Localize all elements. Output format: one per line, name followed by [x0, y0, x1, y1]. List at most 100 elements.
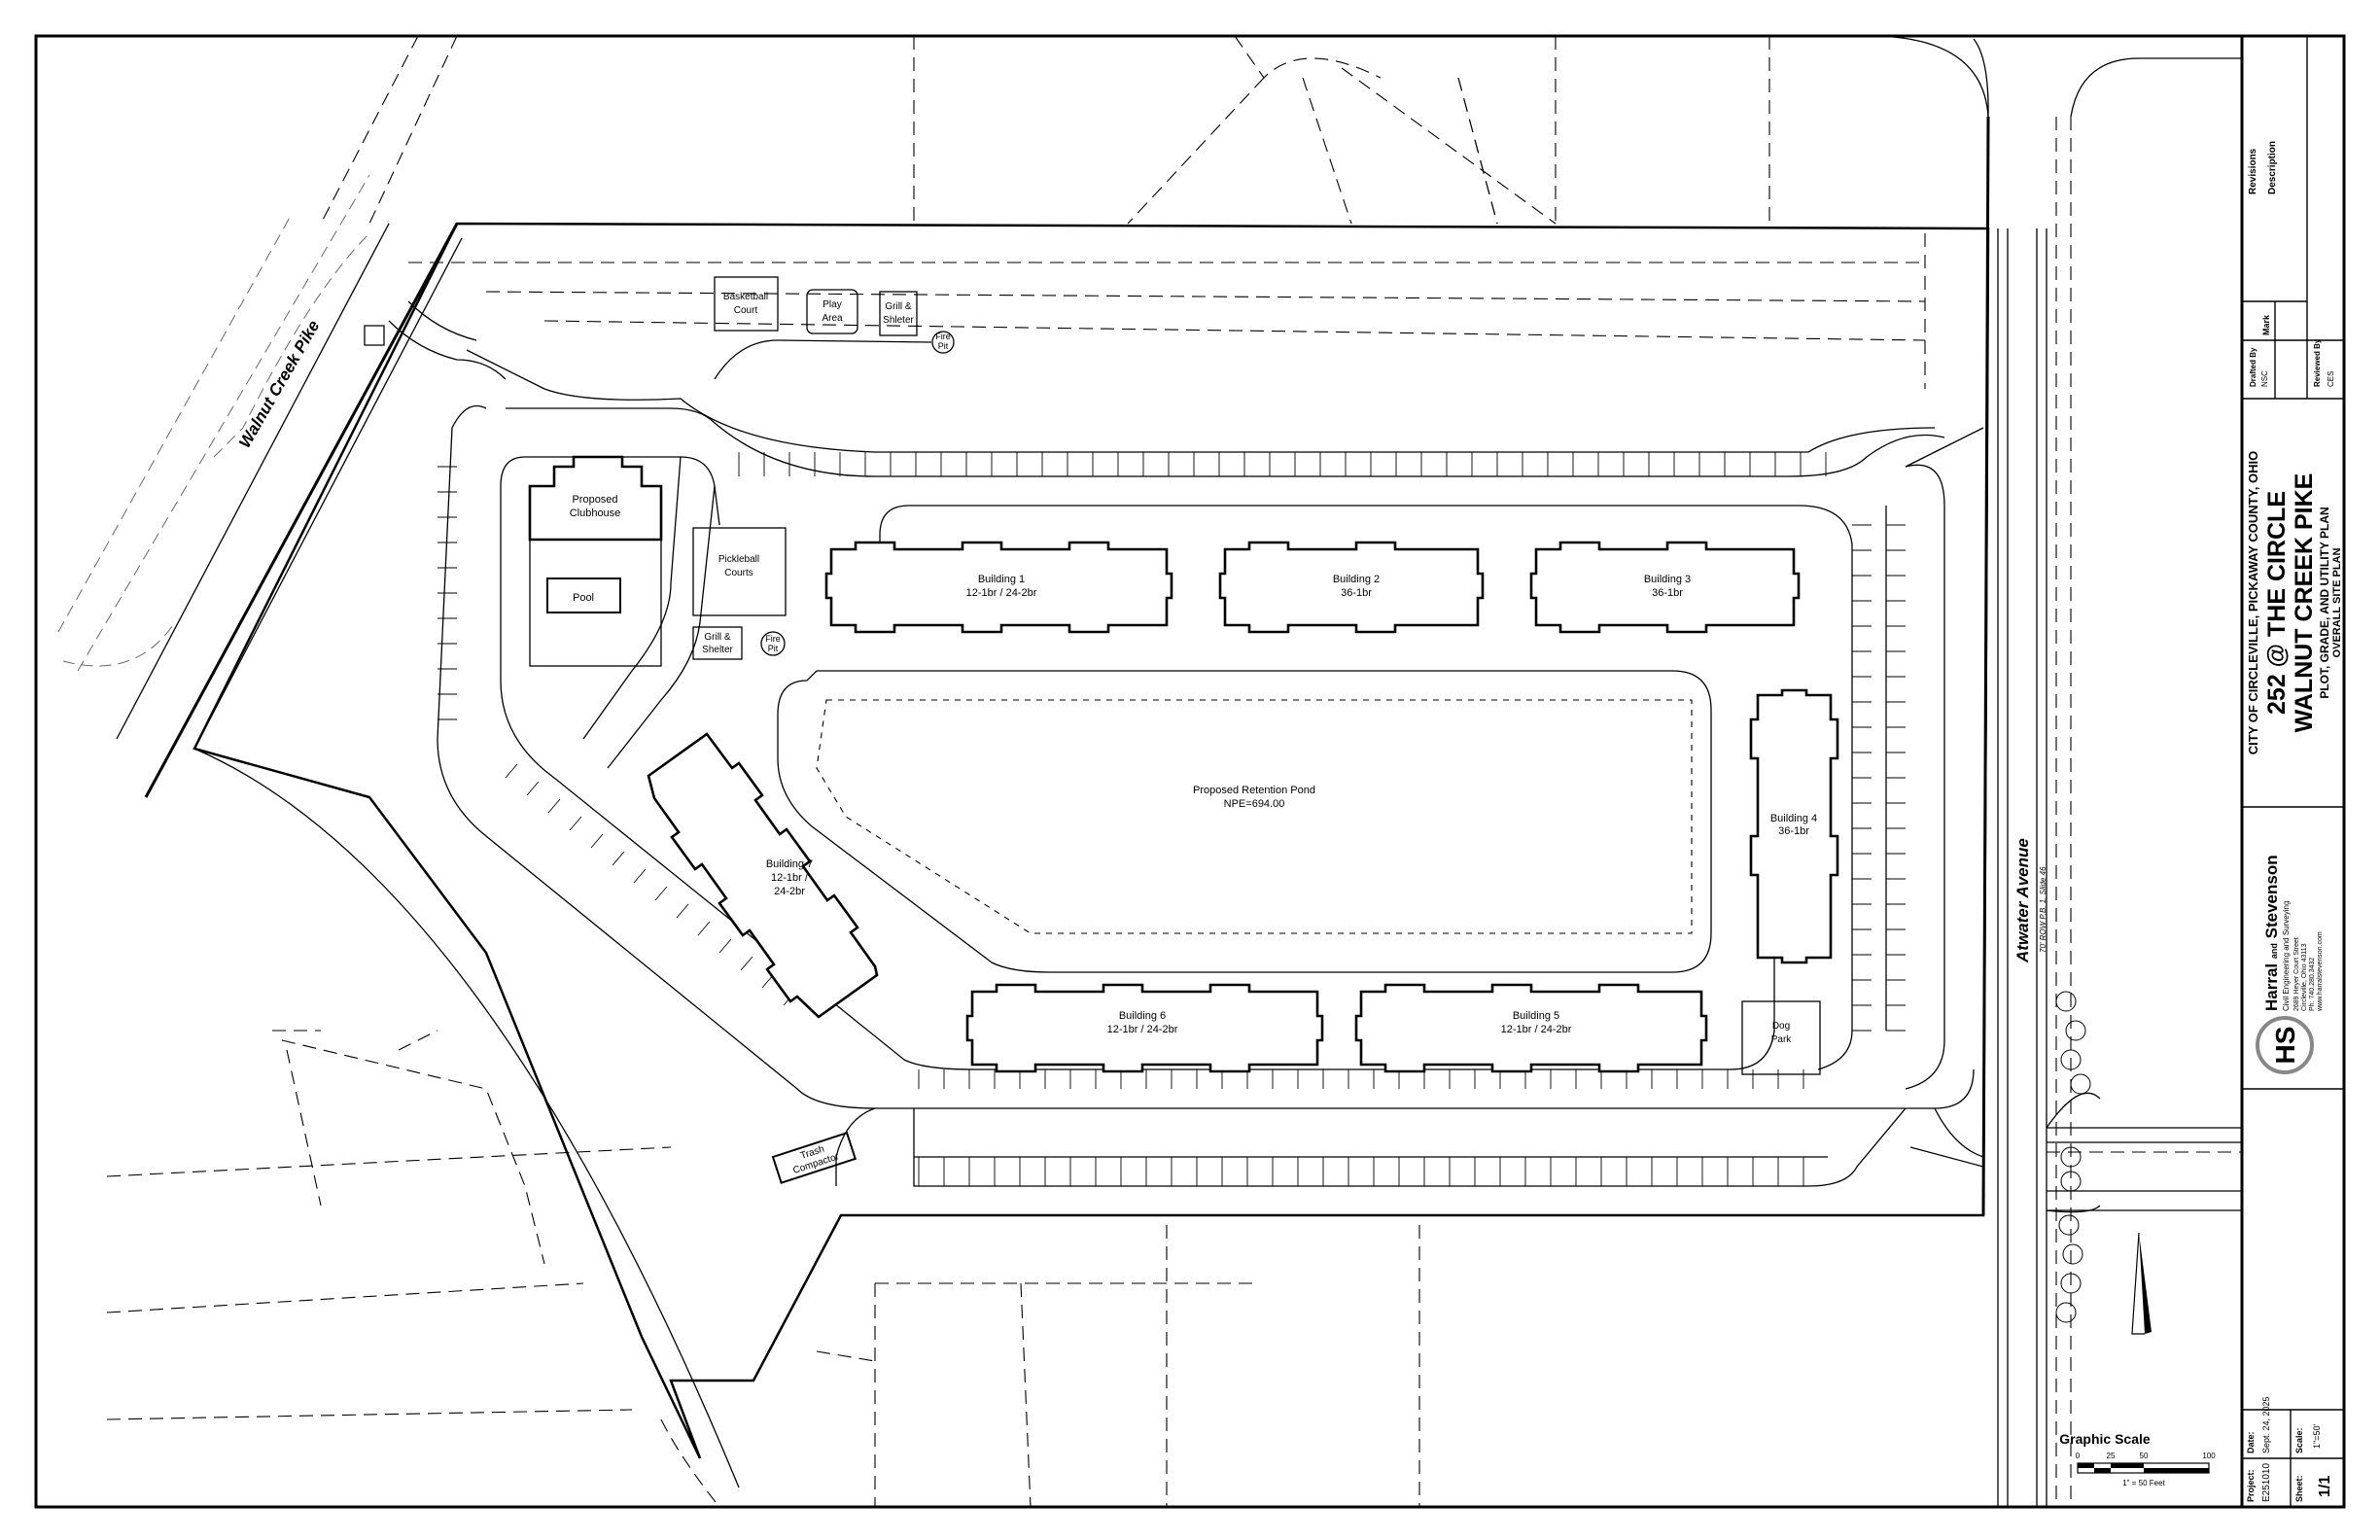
dog-park: Dog Park [1741, 1000, 1821, 1075]
scale-label: Scale: [2294, 1427, 2304, 1453]
scale-tick-50: 50 [2140, 1452, 2149, 1460]
project-name-1: 252 @ THE CIRCLE [2263, 491, 2291, 715]
title-block: Revisions Description Mark Drafted By NS… [2242, 36, 2344, 1507]
southwest-context-lines [106, 1030, 1420, 1508]
play-area: Play Area [806, 289, 858, 334]
drive-aisles [388, 300, 1984, 1187]
fire-pit-mid-label-2: Pit [768, 644, 779, 653]
building-4: Building 4 36-1br [1749, 688, 1839, 964]
project-location: CITY OF CIRCLEVILLE, PICKAWAY COUNTY, OH… [2246, 451, 2260, 755]
pickleball-label-2: Courts [724, 568, 752, 578]
project-number: E251010 [2261, 1463, 2272, 1502]
basketball-court-label-1: Basketball [723, 292, 768, 302]
sheet-border [34, 34, 2346, 1509]
parking-stalls [438, 452, 1906, 1186]
building-7-units-1: 12-1br / [771, 872, 809, 884]
street-trees [2055, 991, 2091, 1323]
pond-name: Proposed Retention Pond [1193, 785, 1315, 796]
grill-shelter-mid-label-2: Shelter [702, 645, 733, 655]
pond-npe: NPE=694.00 [1224, 798, 1285, 810]
building-7-name: Building 7 [766, 858, 813, 870]
graphic-scale: Graphic Scale 0 25 50 100 1" = 50 Feet [2059, 1431, 2216, 1488]
building-2-units: 36-1br [1341, 587, 1372, 599]
firm-address: 2689 Heyer Court Street [2293, 937, 2300, 1011]
scale-value: 1"=50' [2312, 1424, 2322, 1449]
pickleball-label-1: Pickleball [718, 554, 759, 565]
building-2: Building 2 36-1br [1218, 541, 1485, 634]
reviewed-by-label: Reviewed By [2313, 338, 2322, 387]
building-2-name: Building 2 [1333, 574, 1380, 585]
description-header: Description [2267, 141, 2278, 194]
dog-park-label-2: Park [1771, 1034, 1793, 1045]
firm-name: Harral and Stevenson [2262, 855, 2281, 1011]
basketball-court-label-2: Court [734, 305, 758, 316]
sheet-type: PLOT, GRADE, AND UTILITY PLAN [2318, 507, 2331, 698]
basketball-court: Basketball Court [714, 276, 779, 332]
scale-tick-25: 25 [2107, 1452, 2116, 1460]
mark-header: Mark [2261, 314, 2271, 335]
clubhouse-label-2: Clubhouse [570, 508, 621, 519]
building-5: Building 5 12-1br / 24-2br [1354, 983, 1708, 1073]
firm-web: www.harralstevenson.com [2317, 931, 2324, 1012]
reviewed-by: CES [2327, 371, 2335, 387]
scale-tick-100: 100 [2202, 1452, 2216, 1460]
firm-name-and: and [2269, 943, 2279, 959]
fire-pit-top-label-1: Fire [935, 332, 951, 341]
scale-ratio: 1" = 50 Feet [2122, 1479, 2165, 1488]
firm-name-a: Harral [2262, 963, 2281, 1011]
clubhouse-label-1: Proposed [572, 494, 617, 506]
building-4-units: 36-1br [1778, 825, 1809, 837]
building-3-name: Building 3 [1644, 574, 1691, 585]
adjacent-parcel-lines [213, 35, 2242, 458]
fire-pit-mid-label-1: Fire [765, 634, 781, 644]
building-1-name: Building 1 [978, 574, 1025, 585]
scale-tick-0: 0 [2076, 1452, 2081, 1460]
building-1: Building 1 12-1br / 24-2br [824, 541, 1173, 634]
atwater-avenue-road: Atwater Avenue 70' ROW P.B. 1, Slide 46 [1973, 38, 2242, 1507]
firm-tagline: Civil Engineering and Surveying [2282, 901, 2291, 1011]
firm-name-b: Stevenson [2262, 855, 2281, 938]
north-arrow-icon [2131, 1232, 2152, 1335]
firm-phone: Ph: 740.280.3432 [2309, 958, 2316, 1011]
pickleball-courts: Pickleball Courts [692, 527, 787, 616]
atwater-avenue-label: Atwater Avenue [2013, 838, 2032, 963]
sheet-subtitle: OVERALL SITE PLAN [2331, 548, 2343, 658]
play-area-label-1: Play [822, 299, 841, 310]
revisions-header: Revisions [2248, 148, 2258, 194]
south-parcel-line [193, 748, 740, 1488]
sheet-label: Sheet: [2294, 1475, 2304, 1502]
date-value: Sept. 24, 2025 [2261, 1396, 2271, 1453]
grill-shelter-mid-label-1: Grill & [704, 632, 731, 643]
walnut-creek-pike-road: Walnut Creek Pike [57, 174, 463, 798]
building-5-name: Building 5 [1513, 1010, 1559, 1022]
firm-city: Circleville, Ohio 43113 [2301, 943, 2308, 1011]
building-4-name: Building 4 [1770, 813, 1817, 824]
dog-park-label-1: Dog [1772, 1021, 1790, 1032]
firm-logo-icon: HS [2256, 1016, 2314, 1074]
date-label: Date: [2246, 1431, 2256, 1453]
fire-pit-top-label-2: Pit [938, 341, 949, 351]
grill-shelter-top-label-2: Shleter [883, 315, 914, 326]
building-3-units: 36-1br [1652, 587, 1683, 599]
sheet-number: 1/1 [2317, 1476, 2333, 1497]
building-7-units-2: 24-2br [774, 886, 805, 897]
trash-compactor: Trash Compactor [771, 1132, 857, 1184]
drafted-by-label: Drafted By [2249, 347, 2258, 387]
atwater-row-label: 70' ROW P.B. 1, Slide 46 [2039, 866, 2048, 953]
logo-letters: HS [2270, 1027, 2300, 1065]
grill-shelter-top: Grill & Shleter Fire Pit [714, 291, 955, 380]
drafted-by: NSC [2260, 370, 2269, 387]
grill-shelter-mid: Grill & Shelter Fire Pit [692, 626, 786, 660]
graphic-scale-title: Graphic Scale [2059, 1431, 2151, 1447]
building-7: Building 7 12-1br / 24-2br [647, 732, 879, 1019]
building-6-units: 12-1br / 24-2br [1107, 1024, 1178, 1035]
site-boundary [192, 222, 1990, 1459]
clubhouse: Proposed Clubhouse Pool [528, 455, 663, 667]
building-3: Building 3 36-1br [1529, 541, 1801, 634]
retention-pond: Proposed Retention Pond NPE=694.00 [777, 670, 1712, 973]
building-6-name: Building 6 [1119, 1010, 1166, 1022]
project-name-2: WALNUT CREEK PIKE [2291, 473, 2318, 733]
building-1-units: 12-1br / 24-2br [966, 587, 1037, 599]
play-area-label-2: Area [822, 313, 843, 324]
